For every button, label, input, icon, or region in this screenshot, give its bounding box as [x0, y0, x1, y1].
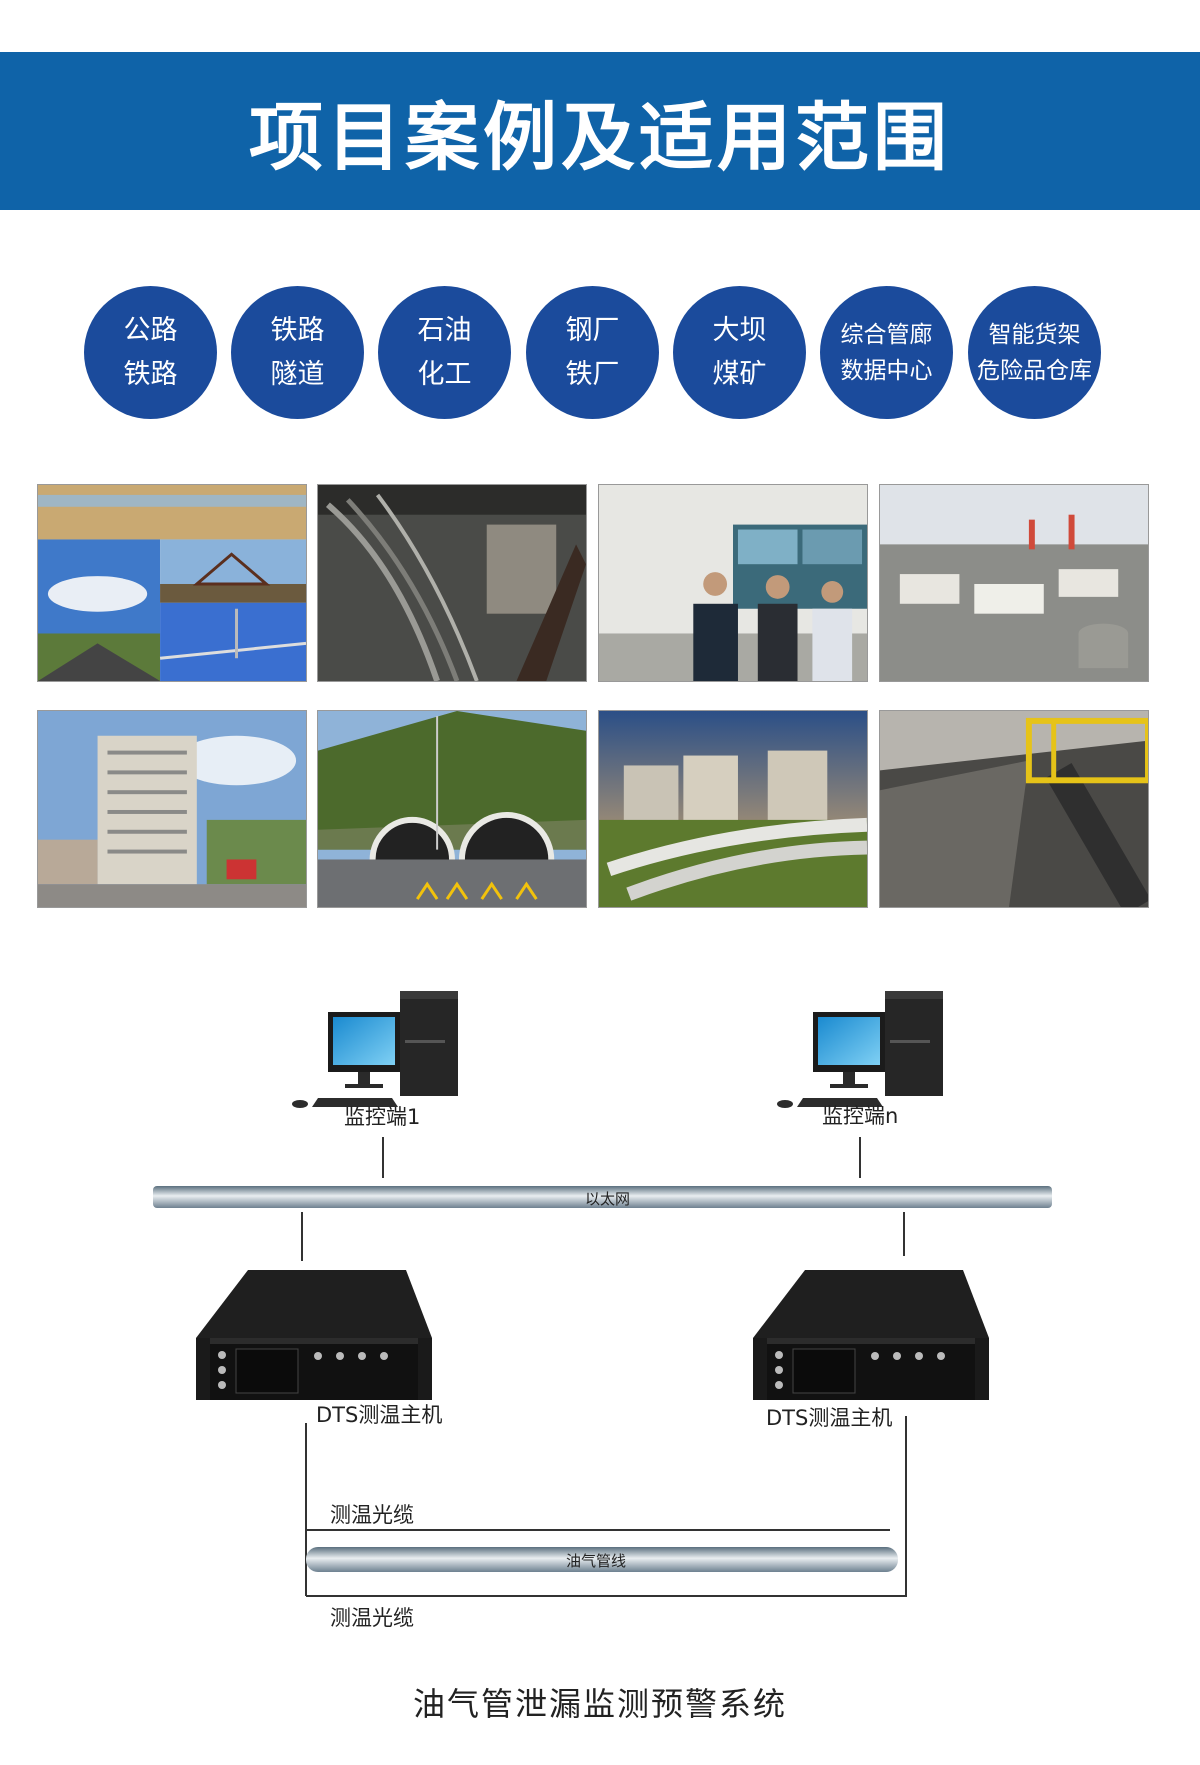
monitor-n-label: 监控端n: [822, 1104, 899, 1128]
monitor-1-label: 监控端1: [344, 1105, 421, 1129]
photo-office-building: [37, 710, 307, 908]
scope-label: 化工: [417, 358, 472, 390]
scope-label: 铁路: [270, 314, 325, 346]
page-title: 项目案例及适用范围: [249, 94, 951, 181]
scope-circle-highway-railway: 公路 铁路: [84, 286, 217, 419]
scope-circle-petrochemical: 石油 化工: [378, 286, 511, 419]
cable-bottom-label: 测温光缆: [330, 1606, 414, 1630]
scope-label: 石油: [417, 314, 472, 346]
photo-highway-tunnel: [317, 710, 587, 908]
scope-circle-steel-iron: 钢厂 铁厂: [526, 286, 659, 419]
dts-host-icon-1: [196, 1270, 432, 1400]
dts-host-2-label: DTS测温主机: [766, 1406, 893, 1430]
scope-label: 大坝: [712, 314, 767, 346]
scope-label: 铁厂: [565, 358, 620, 390]
scope-circle-utility-datacenter: 综合管廊 数据中心: [820, 286, 953, 419]
oil-gas-pipeline: [306, 1547, 898, 1572]
sensing-cable-bottom: [306, 1416, 907, 1597]
system-diagram: [153, 991, 1052, 1597]
photo-control-room: [598, 484, 868, 682]
system-title: 油气管泄漏监测预警系统: [412, 1685, 787, 1723]
scope-label: 智能货架: [988, 321, 1081, 348]
scope-circle-railway-tunnel: 铁路 隧道: [231, 286, 364, 419]
photo-tunnel-cables: [317, 484, 587, 682]
scope-label: 钢厂: [565, 314, 620, 346]
scope-circle-shelf-warehouse: 智能货架 危险品仓库: [968, 286, 1101, 419]
photo-petrochemical-plant: [879, 484, 1149, 682]
cable-top-label: 测温光缆: [330, 1503, 414, 1527]
scope-circle-dam-mine: 大坝 煤矿: [673, 286, 806, 419]
scope-circles: 公路 铁路 铁路 隧道 石油 化工 钢厂 铁厂 大坝 煤矿 综合管廊 数据中心 …: [0, 286, 1200, 422]
header-banner: 项目案例及适用范围: [0, 52, 1200, 210]
ethernet-label: 以太网: [585, 1190, 631, 1208]
scope-label: 煤矿: [712, 358, 767, 390]
photo-highway-railway-collage: [37, 484, 307, 682]
scope-label: 危险品仓库: [977, 357, 1092, 384]
pipeline-label: 油气管线: [566, 1552, 627, 1570]
computer-icon-n: [777, 991, 943, 1108]
ethernet-bar: [153, 1186, 1052, 1208]
scope-label: 数据中心: [840, 357, 933, 384]
scope-label: 隧道: [270, 358, 325, 390]
computer-icon-1: [292, 991, 458, 1108]
scope-label: 综合管廊: [840, 321, 933, 348]
dts-host-1-label: DTS测温主机: [316, 1403, 443, 1427]
dts-host-icon-2: [753, 1270, 989, 1400]
scope-label: 铁路: [123, 358, 178, 390]
scope-label: 公路: [123, 314, 178, 346]
photo-coal-conveyor: [879, 710, 1149, 908]
photo-oil-tanks-pipeline: [598, 710, 868, 908]
